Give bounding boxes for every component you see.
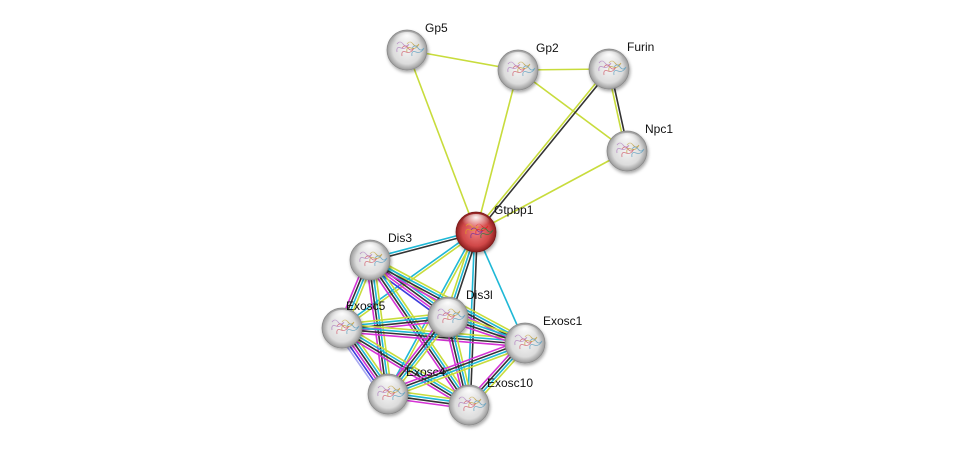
edge-line-coexpression <box>340 328 469 407</box>
node-highlight <box>328 310 356 328</box>
node-highlight <box>374 376 402 394</box>
edge-gp2-gtpbp1[interactable] <box>475 69 519 233</box>
edge-line-textmining <box>342 232 478 330</box>
node-label: Exosc10 <box>487 376 533 390</box>
node-exosc10[interactable]: Exosc10 <box>448 376 533 426</box>
node-highlight <box>462 214 490 232</box>
node-highlight <box>356 242 384 260</box>
edge-line-textmining <box>474 67 609 232</box>
node-label: Gp2 <box>536 41 559 55</box>
node-gp2[interactable]: Gp2 <box>497 41 559 91</box>
node-label: Gp5 <box>425 21 448 35</box>
node-label: Exosc5 <box>346 299 386 313</box>
node-highlight <box>613 133 641 151</box>
node-label: Npc1 <box>645 122 673 136</box>
node-label: Exosc1 <box>543 314 583 328</box>
node-label: Dis3l <box>466 288 493 302</box>
node-exosc5[interactable]: Exosc5 <box>321 299 386 349</box>
node-highlight <box>511 325 539 343</box>
edge-line-textmining <box>475 69 519 233</box>
edge-line-textmining <box>475 150 628 233</box>
edge-npc1-gtpbp1[interactable] <box>475 150 628 233</box>
node-furin[interactable]: Furin <box>588 40 654 90</box>
edge-line-coexpression <box>476 69 611 234</box>
edge-line-experiment <box>386 338 524 392</box>
node-highlight <box>434 299 462 317</box>
node-exosc4[interactable]: Exosc4 <box>367 365 446 415</box>
edge-furin-gtpbp1[interactable] <box>474 67 611 234</box>
node-gtpbp1[interactable]: Gtpbp1 <box>455 203 534 253</box>
node-label: Exosc4 <box>406 365 446 379</box>
node-label: Dis3 <box>388 231 412 245</box>
node-highlight <box>504 52 532 70</box>
node-exosc1[interactable]: Exosc1 <box>504 314 583 364</box>
node-dis3l[interactable]: Dis3l <box>427 288 493 338</box>
node-dis3[interactable]: Dis3 <box>349 231 412 281</box>
edge-line-textmining <box>373 259 393 394</box>
edge-line-coexpression <box>469 232 479 406</box>
node-npc1[interactable]: Npc1 <box>606 122 673 172</box>
node-highlight <box>595 51 623 69</box>
node-gp5[interactable]: Gp5 <box>386 21 448 71</box>
edge-line-textmining <box>406 49 477 233</box>
node-label: Gtpbp1 <box>494 203 534 217</box>
edge-line-database <box>388 343 526 396</box>
node-highlight <box>455 387 483 405</box>
edge-line-textmining <box>389 345 527 399</box>
edge-line-experiment <box>339 330 468 410</box>
node-label: Furin <box>627 40 654 54</box>
edge-line-coexpression <box>387 341 525 394</box>
edge-exosc1-exosc4[interactable] <box>386 338 527 399</box>
node-highlight <box>393 32 421 50</box>
edge-gp5-gtpbp1[interactable] <box>406 49 477 233</box>
edge-line-database <box>370 258 471 405</box>
